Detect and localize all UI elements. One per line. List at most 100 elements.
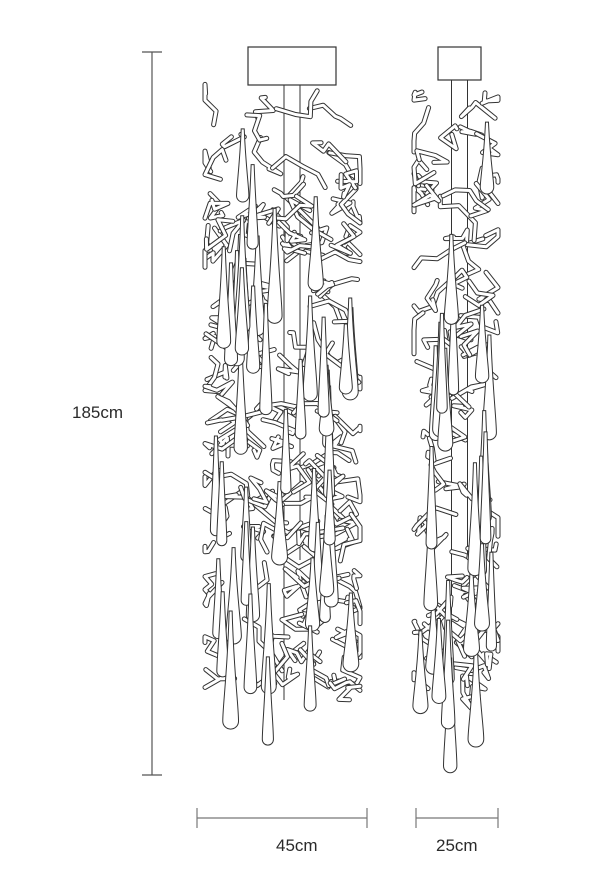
branch-fill [465, 228, 500, 249]
ceiling-canopy [247, 46, 337, 86]
branch-fill [337, 477, 362, 504]
branch-fill [412, 158, 436, 186]
crystal-drop [479, 431, 492, 545]
branch-fill [438, 194, 477, 242]
crystal-drop [307, 196, 324, 292]
crystal-drop [234, 267, 250, 356]
branch-fill [458, 125, 484, 137]
crystal-drop [236, 128, 250, 203]
height-label: 185cm [72, 403, 124, 422]
branch-fill [311, 141, 348, 164]
branch-fill [272, 182, 305, 198]
branch-fill [271, 155, 327, 189]
branch-fill [280, 541, 319, 569]
crystal-drop [474, 543, 490, 632]
crystal-drop [443, 233, 459, 325]
branch-fill [446, 574, 469, 584]
side-width-label: 25cm [436, 836, 478, 855]
crystal-drop [222, 610, 240, 730]
branch-fill [485, 652, 493, 671]
branch-fill [203, 541, 216, 554]
branch-fill [252, 136, 283, 176]
branch-fill [463, 279, 495, 307]
branch-fill [277, 220, 307, 243]
crystal-drop [467, 645, 485, 748]
crystal-drop [261, 656, 274, 746]
crystal-drop [479, 121, 495, 195]
branch-fill [336, 169, 359, 190]
branch-fill [276, 353, 300, 376]
branch-fill [203, 581, 224, 607]
crystal-drop [216, 461, 228, 547]
branch-fill [412, 186, 416, 214]
branch-fill [337, 684, 362, 702]
branch-fill [203, 572, 217, 596]
crystal-drop [323, 469, 336, 546]
branch-fill [281, 495, 315, 505]
branch-fill [203, 635, 220, 658]
branch-fill [477, 270, 500, 315]
branch-fill [203, 198, 230, 220]
crystal-drop [259, 302, 273, 416]
branch-fill [412, 90, 427, 102]
front-width-label: 45cm [276, 836, 318, 855]
branch-fill [249, 476, 269, 504]
crystal-drop [271, 481, 288, 566]
branch-fill [285, 452, 311, 494]
branch-fill [204, 218, 235, 251]
branch-fill [285, 648, 311, 664]
crystal-drop [294, 358, 307, 440]
branch-fill [203, 356, 222, 394]
branch-fill [329, 222, 356, 255]
branch-fill [415, 149, 449, 164]
branch-fill [329, 435, 358, 464]
dimension-lines [142, 51, 499, 828]
crystal-drop [304, 557, 321, 632]
branch-fill [268, 666, 300, 687]
branch-fill [203, 82, 218, 127]
branch-fill [412, 241, 467, 270]
branch-fill [412, 184, 441, 207]
branch-fill [203, 148, 228, 181]
crystal-drop [246, 164, 259, 250]
branch-fill [338, 512, 362, 563]
branch-fill [242, 617, 284, 673]
branch-fill [454, 664, 491, 680]
branch-fill [333, 414, 362, 436]
crystal-drop [423, 501, 439, 612]
branch-fill [452, 404, 474, 419]
branch-fill [208, 192, 225, 220]
branch-fill [459, 101, 497, 120]
branch-fill [205, 364, 229, 381]
side-view [411, 46, 501, 774]
crystal-drop [303, 625, 317, 712]
branch-fill [425, 279, 439, 312]
branch-fill [270, 459, 293, 475]
side-width-dimension-line [415, 808, 499, 828]
branch-fill [308, 299, 353, 324]
crystal-drop [447, 292, 460, 396]
branch-fill [352, 569, 362, 590]
branch-fill [426, 436, 436, 462]
crystal-drop [280, 408, 292, 495]
branch-fill [459, 329, 480, 357]
branch-fill [480, 91, 500, 105]
crystal-drop [342, 592, 360, 673]
branch-fill [334, 527, 355, 550]
branch-fill [245, 113, 269, 142]
branch-fill [331, 500, 358, 526]
branch-fill [339, 173, 351, 199]
branch-fill [429, 456, 452, 492]
front-width-dimension-line [196, 808, 368, 828]
height-dimension-line [142, 51, 162, 776]
crystal-drop [338, 323, 353, 395]
branch-fill [205, 410, 263, 425]
crystal-drop [243, 593, 258, 695]
branch-fill [282, 580, 305, 598]
crystal-drop [319, 514, 335, 598]
crystal-drop [425, 445, 438, 550]
ceiling-canopy [437, 46, 482, 81]
branch-fill [282, 244, 318, 254]
crystal-drop [216, 591, 229, 678]
